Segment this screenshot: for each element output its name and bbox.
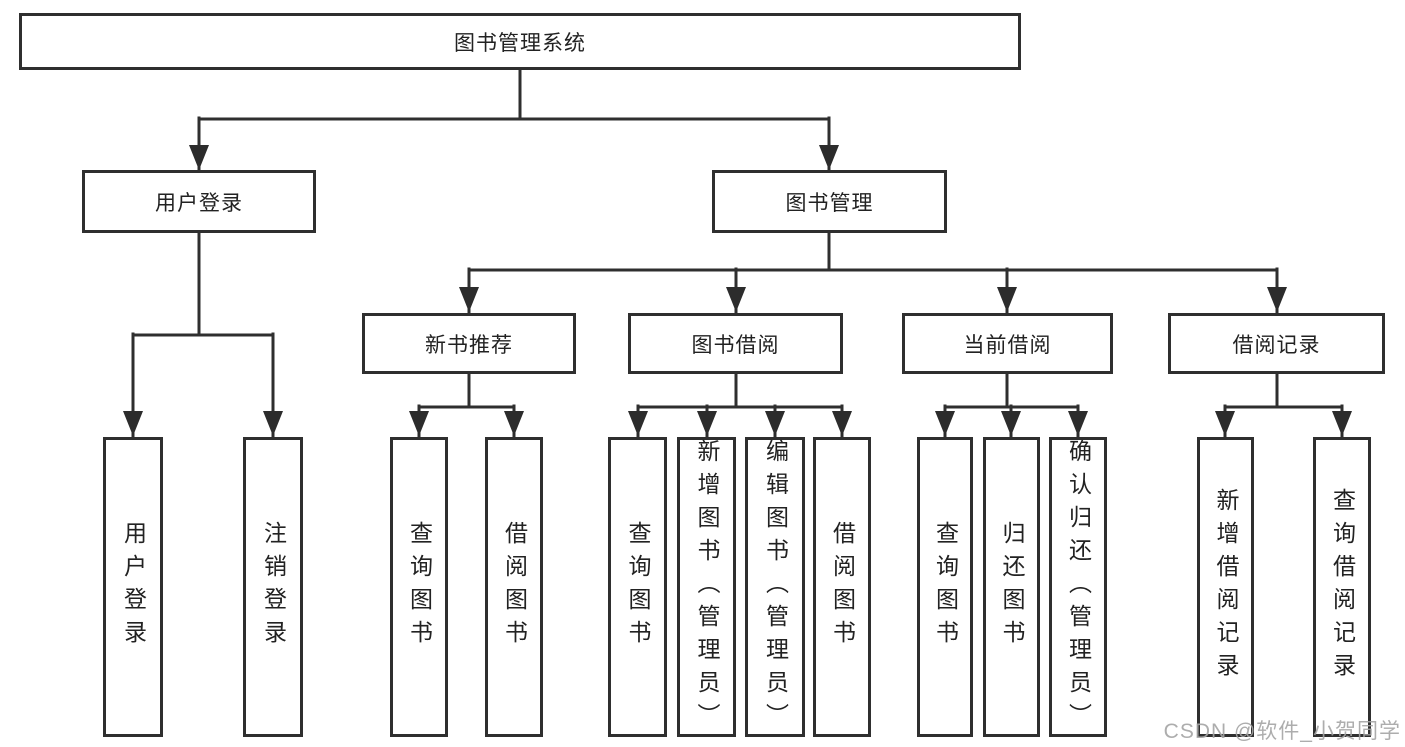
- node-book-management: 图书管理: [712, 170, 947, 233]
- watermark: CSDN @软件_小贺同学: [1163, 720, 1401, 743]
- leaf-nb-borrow-book-label: 借阅图书: [501, 521, 528, 653]
- leaf-bb-query-book: 查询图书: [608, 437, 667, 737]
- leaf-bb-add-book-admin: 新增图书（管理员）: [677, 437, 736, 737]
- leaf-logout: 注销登录: [243, 437, 303, 737]
- node-book-borrow: 图书借阅: [628, 313, 843, 374]
- leaf-cb-return-book: 归还图书: [983, 437, 1040, 737]
- leaf-bb-edit-book-admin: 编辑图书（管理员）: [745, 437, 805, 737]
- leaf-nb-query-book-label: 查询图书: [406, 521, 433, 653]
- leaf-cb-query-book: 查询图书: [917, 437, 973, 737]
- leaf-br-query-record-label: 查询借阅记录: [1329, 488, 1356, 686]
- leaf-br-add-record-label: 新增借阅记录: [1213, 488, 1239, 686]
- leaf-user-login-label: 用户登录: [120, 521, 147, 653]
- leaf-bb-borrow-book: 借阅图书: [813, 437, 871, 737]
- node-current-borrow: 当前借阅: [902, 313, 1113, 374]
- leaf-cb-return-book-label: 归还图书: [999, 521, 1025, 653]
- leaf-nb-query-book: 查询图书: [390, 437, 448, 737]
- leaf-cb-query-book-label: 查询图书: [932, 521, 959, 653]
- leaf-br-add-record: 新增借阅记录: [1197, 437, 1254, 737]
- leaf-bb-edit-book-admin-label: 编辑图书（管理员）: [762, 438, 789, 736]
- node-user-login: 用户登录: [82, 170, 316, 233]
- node-user-login-label: 用户登录: [155, 191, 243, 215]
- node-borrow-record: 借阅记录: [1168, 313, 1385, 374]
- node-root-label: 图书管理系统: [454, 31, 586, 55]
- leaf-bb-add-book-admin-label: 新增图书（管理员）: [694, 438, 720, 736]
- node-borrow-record-label: 借阅记录: [1232, 333, 1321, 357]
- leaf-bb-borrow-book-label: 借阅图书: [829, 521, 856, 653]
- leaf-bb-query-book-label: 查询图书: [625, 521, 651, 653]
- leaf-nb-borrow-book: 借阅图书: [485, 437, 543, 737]
- node-root: 图书管理系统: [19, 13, 1021, 70]
- node-book-borrow-label: 图书借阅: [691, 333, 780, 357]
- node-current-borrow-label: 当前借阅: [963, 333, 1052, 357]
- node-book-management-label: 图书管理: [785, 191, 874, 215]
- node-new-book-recommend: 新书推荐: [362, 313, 576, 374]
- leaf-user-login: 用户登录: [103, 437, 163, 737]
- leaf-br-query-record: 查询借阅记录: [1313, 437, 1371, 737]
- leaf-logout-label: 注销登录: [260, 521, 287, 653]
- node-new-book-recommend-label: 新书推荐: [425, 333, 513, 357]
- leaf-cb-confirm-return-admin-label: 确认归还（管理员）: [1065, 438, 1092, 736]
- leaf-cb-confirm-return-admin: 确认归还（管理员）: [1049, 437, 1107, 737]
